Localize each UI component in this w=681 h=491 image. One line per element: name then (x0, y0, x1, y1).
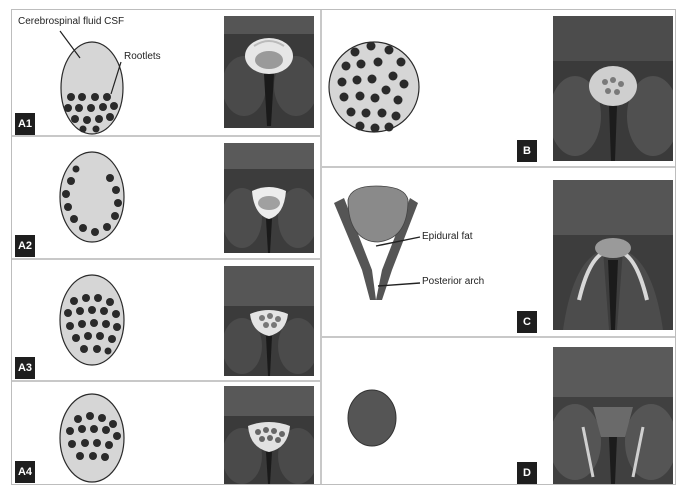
dural-sac-d (348, 390, 396, 446)
dural-sac-a3 (60, 275, 124, 365)
panel-label-c: C (517, 311, 537, 333)
mri-image-a3 (224, 266, 314, 376)
csf-annotation: Cerebrospinal fluid CSF (18, 16, 124, 27)
mri-image-b (553, 16, 673, 161)
panel-label-a1: A1 (15, 113, 35, 135)
dural-sac-a1 (60, 31, 123, 134)
mri-image-a4 (224, 386, 314, 484)
panel-label-a2: A2 (15, 235, 35, 257)
mri-image-a1 (224, 16, 314, 128)
dural-sac-a4 (60, 394, 124, 482)
epidural-fat-annotation: Epidural fat (422, 231, 473, 242)
posterior-arch-schematic (334, 186, 420, 300)
posterior-arch-annotation: Posterior arch (422, 276, 484, 287)
panel-label-b: B (517, 140, 537, 162)
dural-sac-a2 (60, 152, 124, 242)
rootlets-annotation: Rootlets (124, 51, 161, 62)
panel-label-d: D (517, 462, 537, 484)
panel-label-a3: A3 (15, 357, 35, 379)
mri-image-a2 (224, 143, 314, 253)
mri-image-c (553, 180, 673, 330)
mri-image-d (553, 347, 673, 484)
panel-label-a4: A4 (15, 461, 35, 483)
dural-sac-b (329, 42, 419, 133)
